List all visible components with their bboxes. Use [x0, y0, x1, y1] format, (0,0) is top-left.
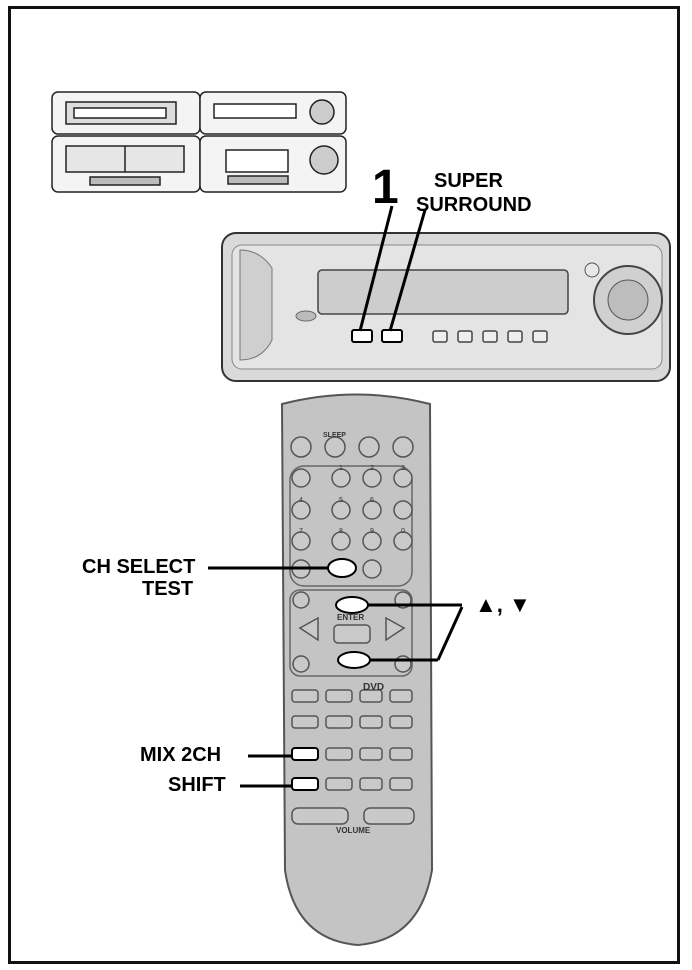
- shift-button: [291, 777, 319, 791]
- down-button: [337, 651, 371, 669]
- remote-number-key-label: 7: [299, 528, 303, 535]
- button-1-label: 1: [372, 161, 399, 214]
- ch-select-label: CH SELECT: [82, 556, 196, 578]
- remote-number-key-label: 2: [370, 465, 374, 472]
- remote-dvd-label: DVD: [363, 682, 385, 693]
- remote-leader-lines: [208, 566, 464, 788]
- remote-number-key-label: 1: [339, 465, 343, 472]
- shift-label: SHIFT: [168, 774, 226, 796]
- surround-label: SURROUND: [416, 194, 532, 216]
- remote-number-key-label: 4: [299, 497, 303, 504]
- remote-sleep-label: SLEEP: [323, 432, 346, 439]
- button-1: [351, 329, 373, 343]
- unit-leader-lines: [358, 205, 427, 332]
- remote-enter-label: ENTER: [337, 613, 365, 622]
- remote-number-key-label: 9: [370, 528, 374, 535]
- ch-select-button: [327, 558, 357, 578]
- main-unit: [221, 232, 671, 382]
- super-surround-button: [381, 329, 403, 343]
- super-label: SUPER: [434, 170, 503, 192]
- test-label: TEST: [142, 578, 194, 600]
- stereo-system-thumbnail: [51, 91, 347, 193]
- remote-volume-label: VOLUME: [336, 826, 371, 835]
- mix-2ch-button: [291, 747, 319, 761]
- remote-number-key-label: 3: [401, 465, 405, 472]
- remote-number-key-label: 6: [370, 497, 374, 504]
- mix-2ch-label: MIX 2CH: [140, 744, 222, 766]
- up-button: [335, 596, 369, 614]
- cursor-arrows-label: ▲, ▼: [475, 592, 531, 617]
- remote-number-key-label: 8: [339, 528, 343, 535]
- remote-number-key-label: 0: [401, 528, 405, 535]
- remote-number-key-label: 5: [339, 497, 343, 504]
- remote-control: [280, 393, 434, 947]
